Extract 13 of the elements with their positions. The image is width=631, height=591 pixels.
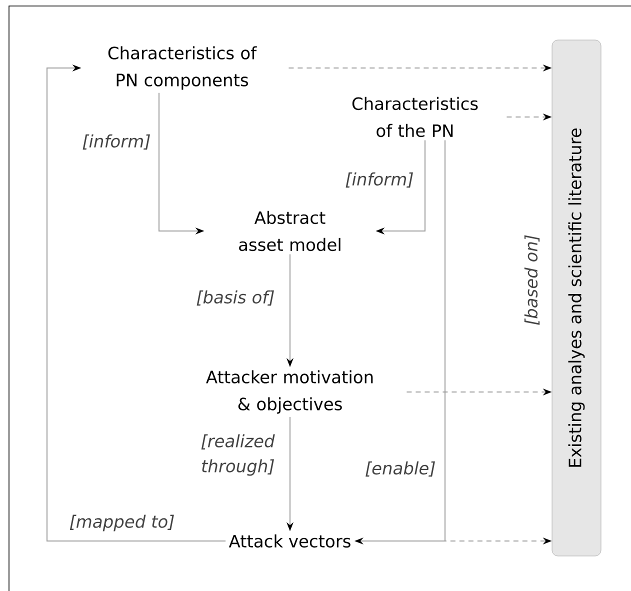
concept-text: Abstract asset model xyxy=(239,210,340,252)
literature-box: Existing analyes and scientific literature xyxy=(552,40,602,556)
concept-text: Characteristics of PN components xyxy=(108,46,257,90)
concept-text: Attacker motivation & objectives xyxy=(206,370,373,414)
edge-label: [realized through] xyxy=(201,434,275,476)
edge-label: [enable] xyxy=(366,461,435,477)
concept-text: Characteristics of the PN xyxy=(352,96,478,138)
edge-label: [basis of] xyxy=(196,290,274,306)
edge-label: [mapped to] xyxy=(70,514,174,532)
edge-label: [inform] xyxy=(82,134,150,150)
edge-label: [inform] xyxy=(346,172,413,188)
arrow xyxy=(46,64,226,542)
concept-text: Attack vectors xyxy=(228,534,350,548)
